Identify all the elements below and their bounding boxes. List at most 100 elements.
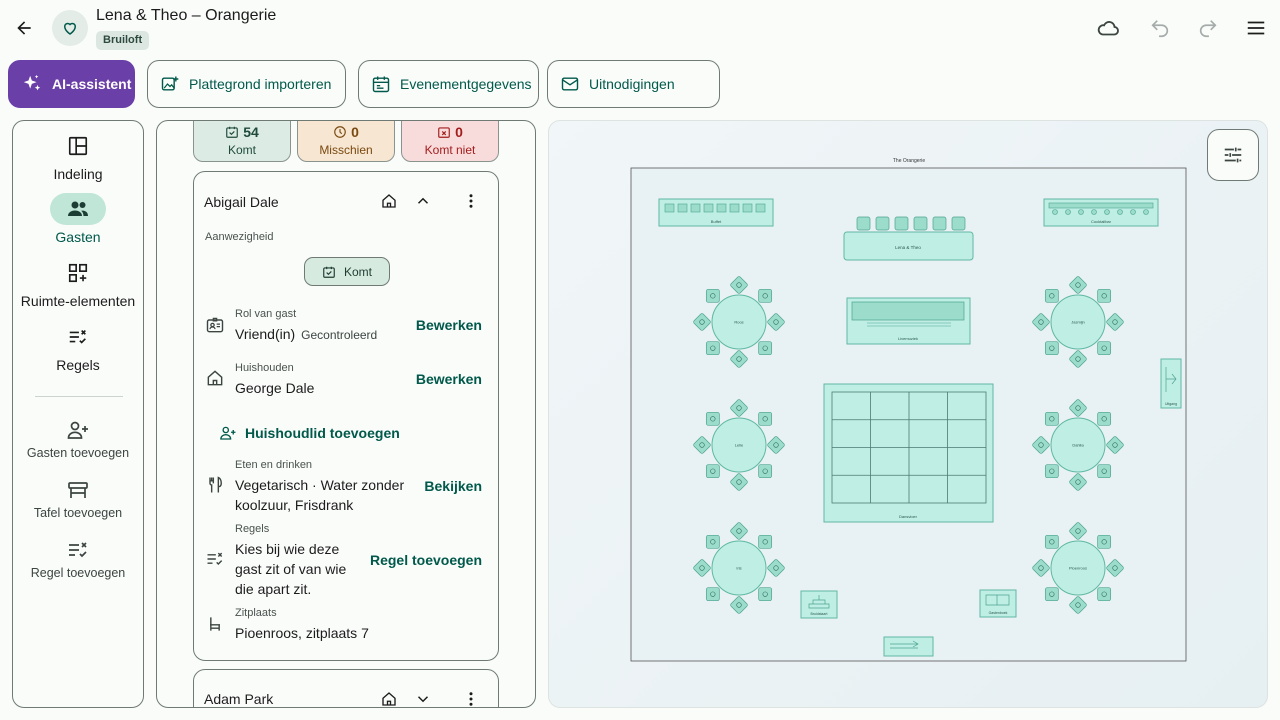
chair[interactable] <box>1069 276 1087 294</box>
table-top[interactable] <box>711 417 767 473</box>
chair[interactable] <box>758 411 773 426</box>
chair[interactable] <box>758 341 773 356</box>
chair[interactable] <box>730 399 748 417</box>
chair[interactable] <box>705 534 720 549</box>
chair[interactable] <box>758 587 773 602</box>
add-rule-button[interactable]: Regel toevoegen <box>13 538 143 580</box>
chair[interactable] <box>1097 587 1112 602</box>
chair[interactable] <box>1106 313 1124 331</box>
chair[interactable] <box>705 587 720 602</box>
table-top[interactable] <box>1050 294 1106 350</box>
chair[interactable] <box>1097 464 1112 479</box>
chair[interactable] <box>730 350 748 368</box>
undo-button[interactable] <box>1146 14 1174 42</box>
round-table[interactable]: Lelie <box>693 399 785 491</box>
redo-button[interactable] <box>1194 14 1222 42</box>
table-top[interactable] <box>711 294 767 350</box>
add-household-member-button[interactable]: Huishoudlid toevoegen <box>219 424 400 442</box>
chair[interactable] <box>1097 288 1112 303</box>
chair[interactable] <box>705 341 720 356</box>
table-top[interactable] <box>1050 540 1106 596</box>
nav-rules[interactable]: Regels <box>13 321 143 373</box>
chair[interactable] <box>730 522 748 540</box>
attendance-chip[interactable]: Komt <box>304 257 390 286</box>
round-table[interactable]: Roos <box>693 276 785 368</box>
chair[interactable] <box>1097 341 1112 356</box>
more-options-button[interactable] <box>459 189 483 213</box>
nav-guests[interactable]: Gasten <box>13 193 143 245</box>
chair[interactable] <box>1032 559 1050 577</box>
cocktail-bar[interactable]: Cocktailbar <box>1043 198 1159 227</box>
floor-plan-canvas[interactable]: The Orangerie Buffet Cocktailbar Lena & … <box>548 120 1268 708</box>
chair[interactable] <box>1097 534 1112 549</box>
chair[interactable] <box>730 473 748 491</box>
more-options-button[interactable] <box>459 687 483 707</box>
chair[interactable] <box>705 288 720 303</box>
guest-card[interactable]: Adam Park <box>193 669 499 707</box>
expand-button[interactable] <box>411 687 435 707</box>
buffet[interactable]: Buffet <box>658 198 774 227</box>
round-table[interactable]: Jasmijn <box>1032 276 1124 368</box>
head-table[interactable]: Lena & Theo <box>843 216 974 261</box>
menu-button[interactable] <box>1242 14 1270 42</box>
add-rule-link[interactable]: Regel toevoegen <box>369 552 482 568</box>
chair[interactable] <box>1044 534 1059 549</box>
chair[interactable] <box>730 596 748 614</box>
chair[interactable] <box>758 288 773 303</box>
chair[interactable] <box>1069 473 1087 491</box>
table-top[interactable] <box>1050 417 1106 473</box>
chair[interactable] <box>1097 411 1112 426</box>
round-table[interactable]: Iris <box>693 522 785 614</box>
chair[interactable] <box>1069 522 1087 540</box>
view-food-button[interactable]: Bekijken <box>424 478 482 494</box>
exit-door[interactable]: Uitgang <box>1160 358 1182 409</box>
chair[interactable] <box>693 436 711 454</box>
chair[interactable] <box>1069 399 1087 417</box>
event-details-button[interactable]: Evenementgegevens <box>358 60 539 108</box>
stat-maybe[interactable]: 0 Misschien <box>297 121 395 162</box>
import-floorplan-button[interactable]: Plattegrond importeren <box>147 60 346 108</box>
nav-layout[interactable]: Indeling <box>13 130 143 182</box>
view-settings-button[interactable] <box>1207 129 1259 181</box>
stat-not-coming[interactable]: 0 Komt niet <box>401 121 499 162</box>
chair[interactable] <box>1106 559 1124 577</box>
add-guests-button[interactable]: Gasten toevoegen <box>13 418 143 460</box>
chair[interactable] <box>1044 587 1059 602</box>
chair[interactable] <box>1032 313 1050 331</box>
guestbook-table[interactable]: Gastenboek <box>979 589 1017 618</box>
chair[interactable] <box>758 464 773 479</box>
chair[interactable] <box>767 559 785 577</box>
collapse-button[interactable] <box>411 189 435 213</box>
round-table[interactable]: Pioenroos <box>1032 522 1124 614</box>
chair[interactable] <box>1032 436 1050 454</box>
chair[interactable] <box>730 276 748 294</box>
stat-coming[interactable]: 54 Komt <box>193 121 291 162</box>
chair[interactable] <box>1069 350 1087 368</box>
chair[interactable] <box>767 436 785 454</box>
edit-household-button[interactable]: Bewerken <box>415 371 482 387</box>
entrance[interactable] <box>883 636 934 657</box>
chair[interactable] <box>705 464 720 479</box>
chair[interactable] <box>1069 596 1087 614</box>
chair[interactable] <box>693 559 711 577</box>
favorite-button[interactable] <box>52 10 88 46</box>
dance-floor[interactable]: Dansvloer <box>823 383 994 523</box>
table-top[interactable] <box>711 540 767 596</box>
household-button[interactable] <box>377 189 401 213</box>
nav-room-elements[interactable]: Ruimte-elementen <box>13 257 143 309</box>
chair[interactable] <box>1106 436 1124 454</box>
live-music-stage[interactable]: Livemuziek <box>846 297 971 345</box>
cake-table[interactable]: Bruidstaart <box>800 590 838 619</box>
household-button[interactable] <box>377 687 401 707</box>
chair[interactable] <box>693 313 711 331</box>
chair[interactable] <box>1044 411 1059 426</box>
chair[interactable] <box>1044 464 1059 479</box>
chair[interactable] <box>767 313 785 331</box>
back-button[interactable] <box>8 12 40 44</box>
add-table-button[interactable]: Tafel toevoegen <box>13 478 143 520</box>
edit-role-button[interactable]: Bewerken <box>415 317 482 333</box>
chair[interactable] <box>1044 341 1059 356</box>
round-table[interactable]: Dahlia <box>1032 399 1124 491</box>
chair[interactable] <box>1044 288 1059 303</box>
chair[interactable] <box>705 411 720 426</box>
